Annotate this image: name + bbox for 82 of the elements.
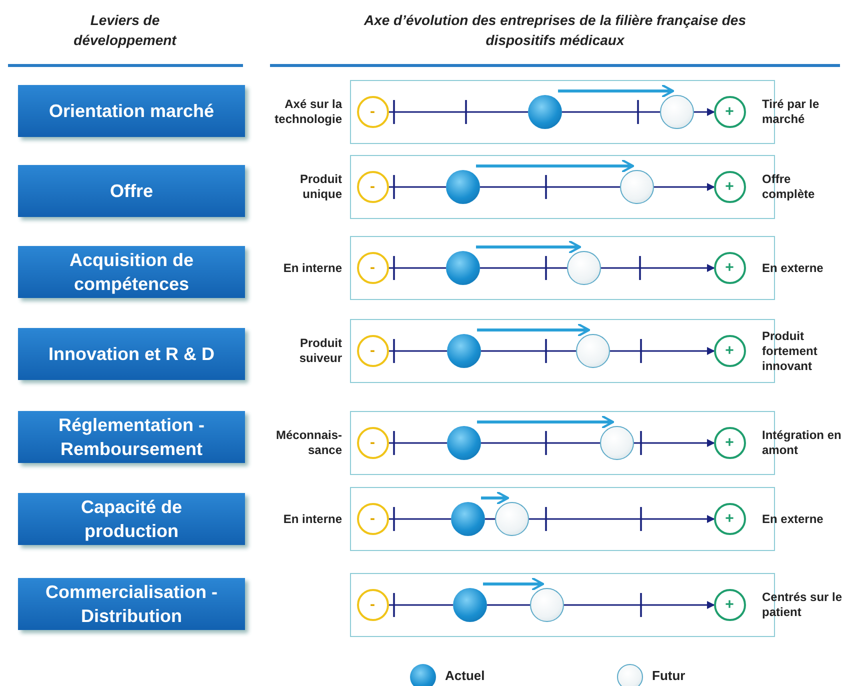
future-position-ball <box>494 502 528 536</box>
evolution-arrow <box>477 322 590 338</box>
scale-end-label: Intégration en amont <box>762 428 842 458</box>
scale-axis-line <box>389 442 447 444</box>
scale-axis-line <box>562 111 660 113</box>
scale-axis-arrow <box>634 439 715 447</box>
evolution-arrow <box>476 158 634 174</box>
scale-axis-line <box>389 604 453 606</box>
current-position-ball <box>446 426 480 460</box>
plus-circle: + <box>714 334 746 366</box>
current-position-ball <box>446 334 480 368</box>
minus-circle: - <box>356 588 388 620</box>
scale-axis-arrow <box>601 264 715 272</box>
lever-box: Innovation et R & D <box>18 328 245 380</box>
scale-end-label: Axé sur la technologie <box>274 97 342 127</box>
evolution-arrow <box>558 84 674 98</box>
future-position-ball <box>566 250 600 284</box>
evolution-arrow <box>483 576 544 592</box>
minus-circle: - <box>356 252 388 284</box>
plus-circle: + <box>714 426 746 458</box>
lever-box: Réglementation - Remboursement <box>18 411 245 463</box>
scale-end-label: Produit unique <box>299 172 342 202</box>
scale-axis-line <box>389 518 451 520</box>
scale-axis-line <box>480 267 567 269</box>
lever-box: Orientation marché <box>18 85 245 137</box>
current-position-ball <box>450 502 484 536</box>
plus-circle: + <box>714 170 746 202</box>
lever-box: Acquisition de compétences <box>18 246 245 298</box>
scale-end-label: En interne <box>282 512 342 526</box>
legend-label: Actuel <box>445 668 485 683</box>
plus-circle: + <box>714 252 746 284</box>
scale-end-label: Méconnais-sance <box>274 428 342 458</box>
current-position-ball <box>446 250 480 284</box>
future-position-ball <box>576 334 610 368</box>
scale-panel <box>350 236 775 300</box>
scale-axis-line <box>487 604 530 606</box>
scale-axis-arrow <box>694 108 715 116</box>
scale-panel <box>350 487 775 551</box>
future-position-ball <box>530 588 564 622</box>
scale-end-label: Produit suiveur <box>298 336 342 366</box>
scale-axis-arrow <box>564 601 715 609</box>
scale-end-label: En externe <box>762 260 824 276</box>
scale-end-label: Tiré par le marché <box>762 97 820 127</box>
lever-box: Capacité de production <box>18 493 245 545</box>
current-position-ball <box>452 588 486 622</box>
scale-end-label: Produit fortement innovant <box>762 328 818 374</box>
future-position-ball <box>660 94 694 128</box>
current-position-ball <box>528 94 562 128</box>
minus-circle: - <box>356 334 388 366</box>
scale-axis-arrow <box>529 515 715 523</box>
minus-circle: - <box>356 502 388 534</box>
scale-axis-line <box>389 267 446 269</box>
minus-circle: - <box>356 426 388 458</box>
current-position-ball <box>446 170 480 204</box>
column-heading: Leviers de développement <box>72 11 178 50</box>
lever-box: Commercialisation - Distribution <box>18 578 245 630</box>
evolution-arrow <box>477 414 614 430</box>
legend-label: Futur <box>652 668 686 683</box>
column-heading: Axe d’évolution des entreprises de la filière française des dispositifs médicaux <box>362 11 748 50</box>
scale-end-label: Centrés sur le patient <box>762 590 844 620</box>
scale-axis-line <box>481 442 600 444</box>
scale-axis-line <box>485 518 495 520</box>
plus-circle: + <box>714 588 746 620</box>
future-position-ball <box>600 426 634 460</box>
minus-circle: - <box>356 170 388 202</box>
scale-end-label: Offre complète <box>762 172 816 202</box>
evolution-arrow <box>481 490 510 506</box>
scale-axis-arrow <box>654 183 715 191</box>
scale-axis-line <box>389 186 446 188</box>
scale-axis-line <box>389 111 528 113</box>
plus-circle: + <box>714 96 746 128</box>
lever-box: Offre <box>18 165 245 217</box>
plus-circle: + <box>714 502 746 534</box>
scale-axis-line <box>389 350 447 352</box>
evolution-arrow <box>476 240 582 254</box>
scale-end-label: En externe <box>762 512 824 526</box>
scale-end-label: En interne <box>282 260 342 276</box>
minus-circle: - <box>356 96 388 128</box>
scale-axis-line <box>481 350 576 352</box>
scale-axis-arrow <box>610 347 715 355</box>
scale-axis-line <box>480 186 620 188</box>
future-position-ball <box>620 170 654 204</box>
